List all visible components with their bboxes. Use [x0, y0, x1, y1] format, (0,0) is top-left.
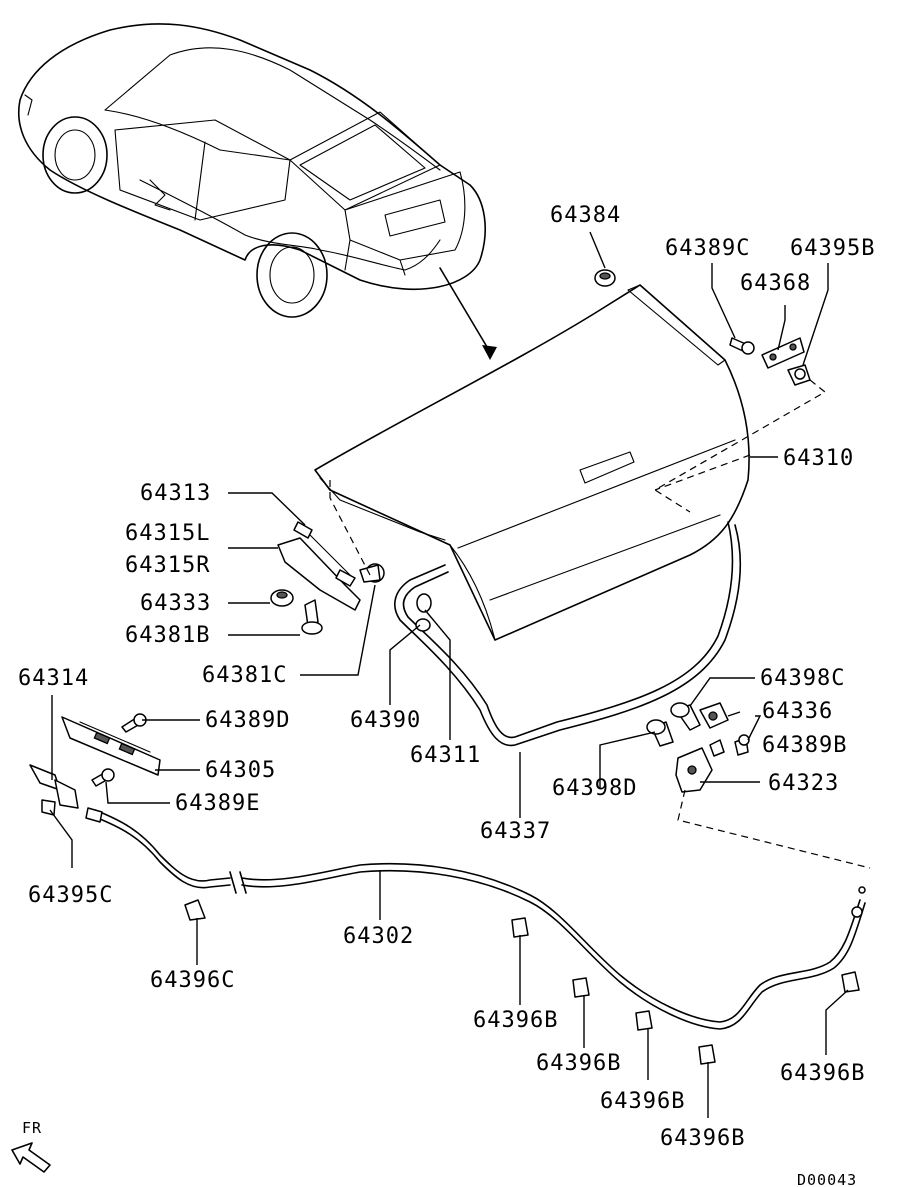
label-64302: 64302 — [343, 924, 414, 949]
cable-clip-64396C-icon — [184, 899, 206, 921]
trunk-lock-latch-icon — [675, 739, 725, 793]
bolt-64398C-icon — [670, 702, 701, 731]
vehicle-overview-illustration — [18, 23, 497, 360]
cable-clip-64396B-5-icon — [841, 971, 860, 993]
label-64389C: 64389C — [665, 236, 750, 261]
nut-64333-icon — [270, 589, 294, 607]
label-64315L: 64315L — [125, 521, 210, 546]
label-64398C: 64398C — [760, 666, 845, 691]
label-64381B: 64381B — [125, 623, 210, 648]
label-64396B-2: 64396B — [536, 1051, 621, 1076]
bolt-64398D-icon — [646, 719, 674, 747]
label-64323: 64323 — [768, 771, 839, 796]
label-64396B-1: 64396B — [473, 1008, 558, 1033]
label-64395C: 64395C — [28, 883, 113, 908]
label-64336: 64336 — [762, 699, 833, 724]
label-64337: 64337 — [480, 819, 551, 844]
cable-clip-64396B-1-icon — [511, 917, 529, 938]
bolt-64381B-icon — [301, 599, 323, 635]
fr-label: FR — [22, 1119, 42, 1137]
label-64396C: 64396C — [150, 968, 235, 993]
label-64396B-4: 64396B — [660, 1126, 745, 1151]
label-64396B-3: 64396B — [600, 1089, 685, 1114]
stopper-64390-icon — [415, 593, 432, 632]
screw-64389E-icon — [91, 768, 115, 787]
label-64311: 64311 — [410, 743, 481, 768]
label-64313: 64313 — [140, 481, 211, 506]
label-64389E: 64389E — [175, 791, 260, 816]
trunk-release-cable — [85, 807, 866, 1030]
reference-dashed-lines — [329, 379, 871, 869]
clip-64395B-icon — [787, 364, 811, 386]
cover-64336-icon — [699, 702, 729, 729]
label-64310: 64310 — [783, 446, 854, 471]
label-64395B: 64395B — [790, 236, 875, 261]
cable-clip-64396B-2-icon — [572, 977, 590, 998]
label-64381C: 64381C — [202, 663, 287, 688]
cable-clip-64396B-4-icon — [698, 1044, 716, 1065]
label-64314: 64314 — [18, 666, 89, 691]
opener-lever-bracket-icon — [29, 716, 161, 809]
cable-clip-64396B-3-icon — [635, 1010, 653, 1031]
label-64398D: 64398D — [552, 776, 637, 801]
label-64384: 64384 — [550, 203, 621, 228]
diagram-code: D00043 — [797, 1171, 857, 1187]
grommet-64384-icon — [594, 269, 616, 287]
trunk-weatherstrip-seal — [394, 521, 741, 747]
front-direction-marker: FR — [11, 1119, 51, 1173]
label-64368: 64368 — [740, 271, 811, 296]
label-64305: 64305 — [205, 758, 276, 783]
screw-64389D-icon — [121, 713, 147, 733]
clip-64395C-icon — [41, 799, 56, 816]
label-64389B: 64389B — [762, 733, 847, 758]
plate-64368-icon — [761, 337, 805, 369]
label-64315R: 64315R — [125, 553, 210, 578]
label-64389D: 64389D — [205, 708, 290, 733]
part-labels: 64384 64389C 64395B 64368 64310 64313 64… — [18, 203, 875, 1151]
label-64396B-5: 64396B — [780, 1061, 865, 1086]
leader-lines — [49, 231, 849, 1118]
screw-64389C-icon — [729, 337, 755, 355]
screw-64389B-icon — [734, 734, 750, 756]
hinge-assembly-64315-icon — [277, 521, 385, 611]
label-64333: 64333 — [140, 591, 211, 616]
label-64390: 64390 — [350, 708, 421, 733]
fr-arrow-icon — [11, 1142, 51, 1173]
trunk-lid-panel — [314, 284, 750, 641]
